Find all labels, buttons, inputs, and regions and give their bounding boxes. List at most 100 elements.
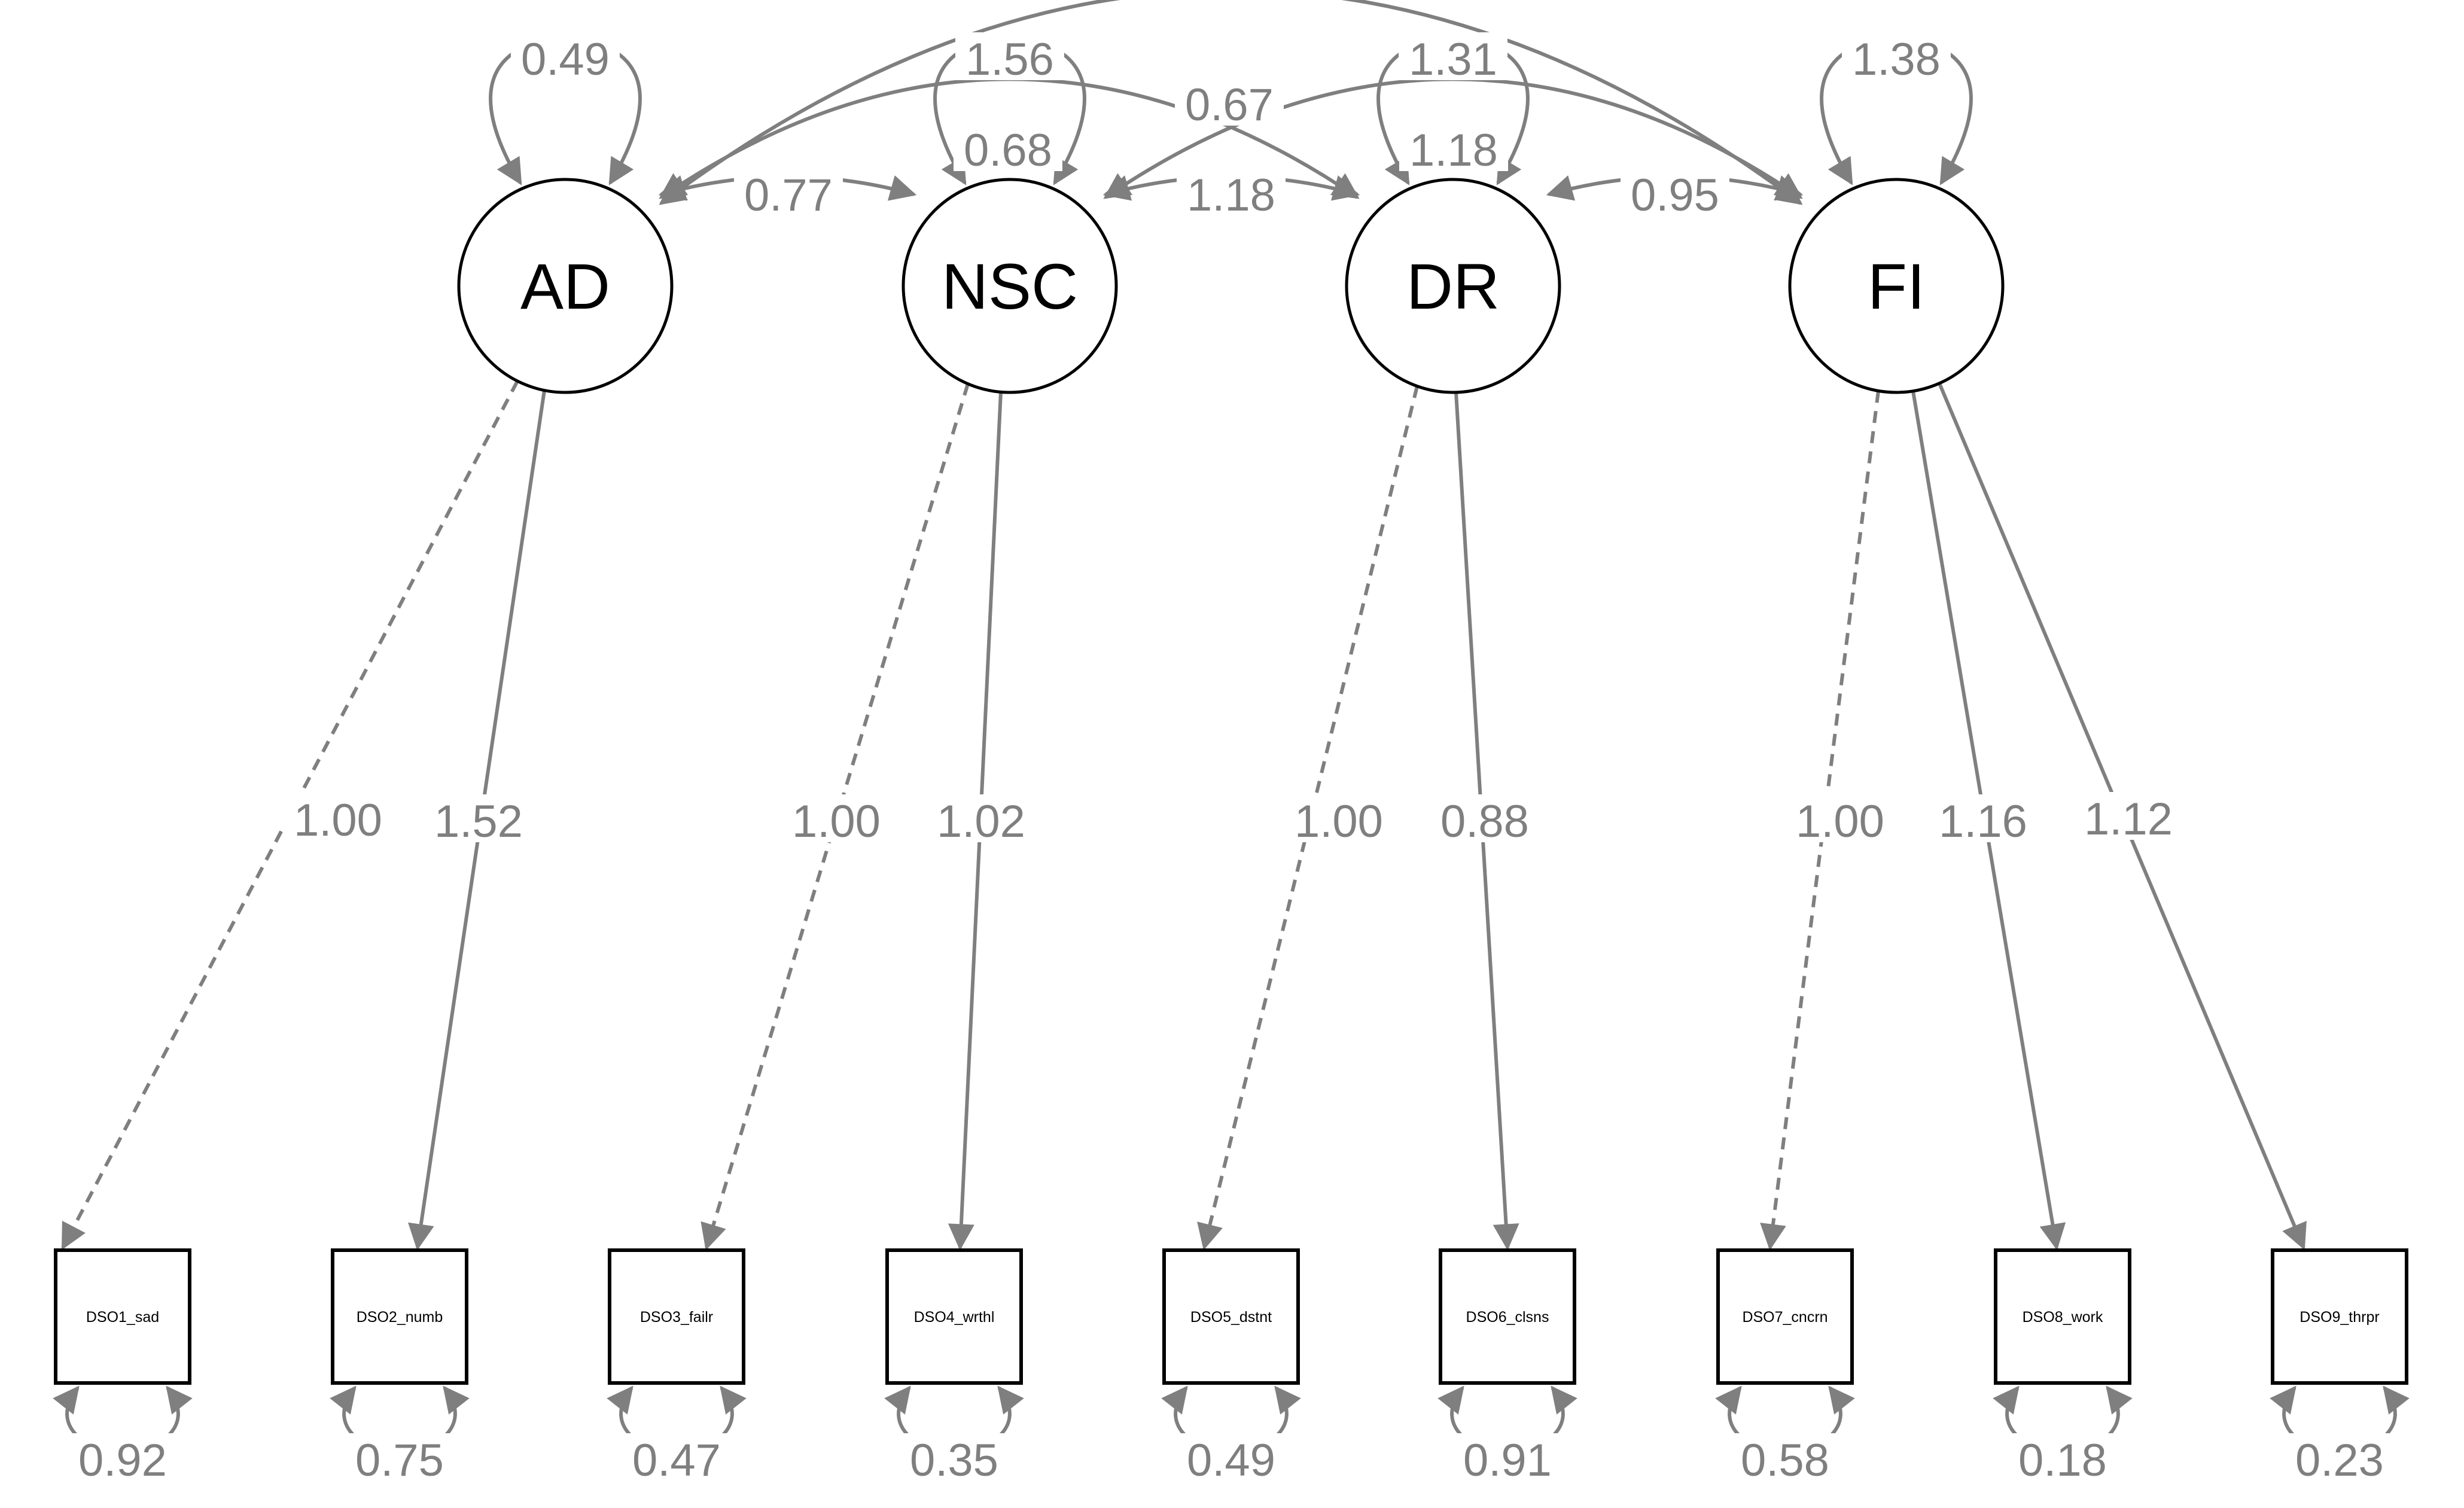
loading-label-dso9_thrpr-bg xyxy=(2074,792,2183,840)
loading-label-dso2_numb-group: 1.52 xyxy=(424,794,533,847)
loading-label-dso9_thrpr-group: 1.12 xyxy=(2074,792,2183,845)
residual-label-dso5_dstnt-group: 0.49 xyxy=(1177,1433,1286,1486)
observed-label-dso3_failr: DSO3_failr xyxy=(640,1309,713,1326)
loading-label-dso4_wrthl: 1.02 xyxy=(937,796,1025,847)
loading-label-dso7_cncrn: 1.00 xyxy=(1796,796,1884,847)
residual-label-dso6_clsns-bg xyxy=(1453,1433,1562,1481)
observed-node-dso5_dstnt xyxy=(1162,1248,1300,1385)
observed-node-dso4_wrthl xyxy=(885,1248,1023,1385)
observed-node-dso8_work xyxy=(1994,1248,2131,1385)
variance-label-nsc: 1.56 xyxy=(966,34,1054,85)
covariance-label-ad-dr-group: 0.68 xyxy=(954,123,1062,176)
residual-label-dso9_thrpr-group: 0.23 xyxy=(2285,1433,2394,1486)
residual-label-dso4_wrthl-bg xyxy=(900,1433,1009,1481)
residual-label-dso1_sad: 0.92 xyxy=(78,1435,167,1486)
loading-label-dso4_wrthl-bg xyxy=(927,794,1035,842)
observed-node-dso7_cncrn xyxy=(1716,1248,1854,1385)
residual-label-dso3_failr: 0.47 xyxy=(632,1435,721,1486)
variance-label-ad-group: 0.49 xyxy=(511,32,620,85)
covariance-label-ad-fi: 0.67 xyxy=(1185,80,1274,130)
loading-label-dso3_failr-group: 1.00 xyxy=(782,794,891,847)
observed-label-dso9_thrpr: DSO9_thrpr xyxy=(2299,1309,2379,1326)
variance-label-dr-group: 1.31 xyxy=(1399,32,1507,85)
loading-label-dso7_cncrn-bg xyxy=(1786,794,1895,842)
observed-node-dso3_failr xyxy=(608,1248,745,1385)
covariance-label-ad-nsc-bg xyxy=(734,168,843,216)
loading-label-dso5_dstnt-bg xyxy=(1284,794,1393,842)
residual-label-dso5_dstnt: 0.49 xyxy=(1187,1435,1275,1486)
loading-label-dso1_sad-bg xyxy=(284,793,392,841)
observed-node-dso1_sad xyxy=(54,1248,191,1385)
observed-node-dso6_clsns xyxy=(1439,1248,1576,1385)
residual-label-dso9_thrpr: 0.23 xyxy=(2295,1435,2384,1486)
latent-node-fi xyxy=(1788,178,2005,394)
latent-label-ad: AD xyxy=(520,250,610,322)
covariance-label-ad-nsc: 0.77 xyxy=(744,170,833,221)
residual-label-dso8_work-group: 0.18 xyxy=(2008,1433,2117,1486)
latent-label-nsc: NSC xyxy=(942,250,1078,322)
residual-label-dso8_work: 0.18 xyxy=(2018,1435,2107,1486)
residual-label-dso2_numb-group: 0.75 xyxy=(345,1433,454,1486)
loading-label-dso2_numb-bg xyxy=(424,794,533,842)
covariance-label-ad-fi-group: 0.67 xyxy=(1175,78,1284,130)
loading-label-dso6_clsns-bg xyxy=(1430,794,1539,842)
residual-label-dso7_cncrn: 0.58 xyxy=(1741,1435,1829,1486)
loading-label-dso8_work-group: 1.16 xyxy=(1929,794,2037,847)
observed-node-dso9_thrpr xyxy=(2271,1248,2408,1385)
loading-label-dso5_dstnt-group: 1.00 xyxy=(1284,794,1393,847)
covariance-label-nsc-dr: 1.18 xyxy=(1187,170,1275,221)
observed-label-dso1_sad: DSO1_sad xyxy=(86,1309,159,1326)
residual-label-dso9_thrpr-bg xyxy=(2285,1433,2394,1481)
residual-label-dso3_failr-group: 0.47 xyxy=(622,1433,731,1486)
residual-label-dso7_cncrn-bg xyxy=(1731,1433,1839,1481)
loading-label-dso6_clsns: 0.88 xyxy=(1440,796,1529,847)
loading-label-dso4_wrthl-group: 1.02 xyxy=(927,794,1035,847)
observed-node-dso2_numb xyxy=(331,1248,468,1385)
loading-label-dso7_cncrn-group: 1.00 xyxy=(1786,794,1895,847)
residual-label-dso7_cncrn-group: 0.58 xyxy=(1731,1433,1839,1486)
covariance-label-nsc-fi-group: 1.18 xyxy=(1399,123,1508,176)
variance-label-fi-bg xyxy=(1842,32,1951,80)
covariance-label-nsc-fi: 1.18 xyxy=(1409,125,1498,176)
covariance-label-nsc-dr-bg xyxy=(1177,168,1286,216)
latent-node-nsc xyxy=(901,178,1118,394)
covariance-label-ad-nsc-group: 0.77 xyxy=(734,168,843,221)
variance-label-fi-group: 1.38 xyxy=(1842,32,1951,85)
residual-label-dso6_clsns: 0.91 xyxy=(1463,1435,1552,1486)
loading-label-dso3_failr: 1.00 xyxy=(792,796,881,847)
residual-label-dso2_numb: 0.75 xyxy=(355,1435,444,1486)
covariance-label-nsc-fi-bg xyxy=(1399,123,1508,171)
latent-label-dr: DR xyxy=(1406,250,1500,322)
loading-label-dso8_work-bg xyxy=(1929,794,2037,842)
covariance-label-ad-dr: 0.68 xyxy=(964,125,1052,176)
loading-dr-dso5_dstnt xyxy=(1197,385,1419,1251)
residual-label-dso1_sad-group: 0.92 xyxy=(68,1433,177,1486)
variance-label-fi: 1.38 xyxy=(1852,34,1941,85)
covariance-label-nsc-dr-group: 1.18 xyxy=(1177,168,1286,221)
variance-label-nsc-group: 1.56 xyxy=(955,32,1064,85)
covariance-label-ad-fi-bg xyxy=(1175,78,1284,126)
residual-label-dso2_numb-bg xyxy=(345,1433,454,1481)
covariance-label-dr-fi: 0.95 xyxy=(1631,170,1719,221)
loading-label-dso6_clsns-group: 0.88 xyxy=(1430,794,1539,847)
latent-node-dr xyxy=(1345,178,1561,394)
residual-label-dso3_failr-bg xyxy=(622,1433,731,1481)
covariance-label-ad-dr-bg xyxy=(954,123,1062,171)
observed-label-dso6_clsns: DSO6_clsns xyxy=(1466,1309,1549,1326)
loading-label-dso9_thrpr: 1.12 xyxy=(2084,794,2173,845)
loading-label-dso8_work: 1.16 xyxy=(1939,796,2027,847)
variance-label-ad: 0.49 xyxy=(521,34,610,85)
variance-label-nsc-bg xyxy=(955,32,1064,80)
variance-label-dr-bg xyxy=(1399,32,1507,80)
variance-label-dr: 1.31 xyxy=(1409,34,1497,85)
residual-label-dso4_wrthl-group: 0.35 xyxy=(900,1433,1009,1486)
covariance-ad-fi xyxy=(659,0,1803,205)
covariance-label-dr-fi-bg xyxy=(1621,168,1729,216)
observed-label-dso8_work: DSO8_work xyxy=(2023,1309,2103,1326)
residual-label-dso4_wrthl: 0.35 xyxy=(910,1435,998,1486)
residual-label-dso8_work-bg xyxy=(2008,1433,2117,1481)
latent-label-fi: FI xyxy=(1868,250,1925,322)
loading-label-dso1_sad: 1.00 xyxy=(294,795,382,846)
